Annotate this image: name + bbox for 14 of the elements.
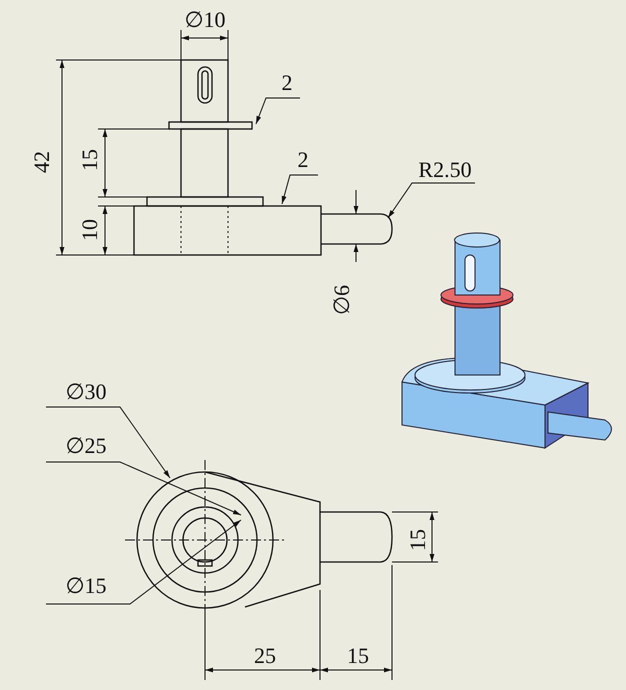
dimension-text: 15	[407, 529, 429, 551]
dimension-text: 42	[31, 151, 53, 173]
dimension-text: 15	[347, 645, 369, 667]
dimension-text: 2	[282, 72, 292, 94]
dimension-text: 25	[254, 645, 276, 667]
dimension-text: R2.50	[418, 159, 472, 181]
dimension-text: ∅30	[66, 381, 106, 403]
dimension-text: ∅25	[66, 435, 106, 457]
dimension-text: ∅6	[331, 285, 353, 315]
dimension-text: 2	[298, 149, 308, 171]
dimension-text: 15	[79, 149, 101, 171]
dimension-text: ∅15	[66, 575, 106, 597]
dimension-text: ∅10	[184, 9, 226, 31]
dimension-text: 10	[79, 219, 101, 241]
